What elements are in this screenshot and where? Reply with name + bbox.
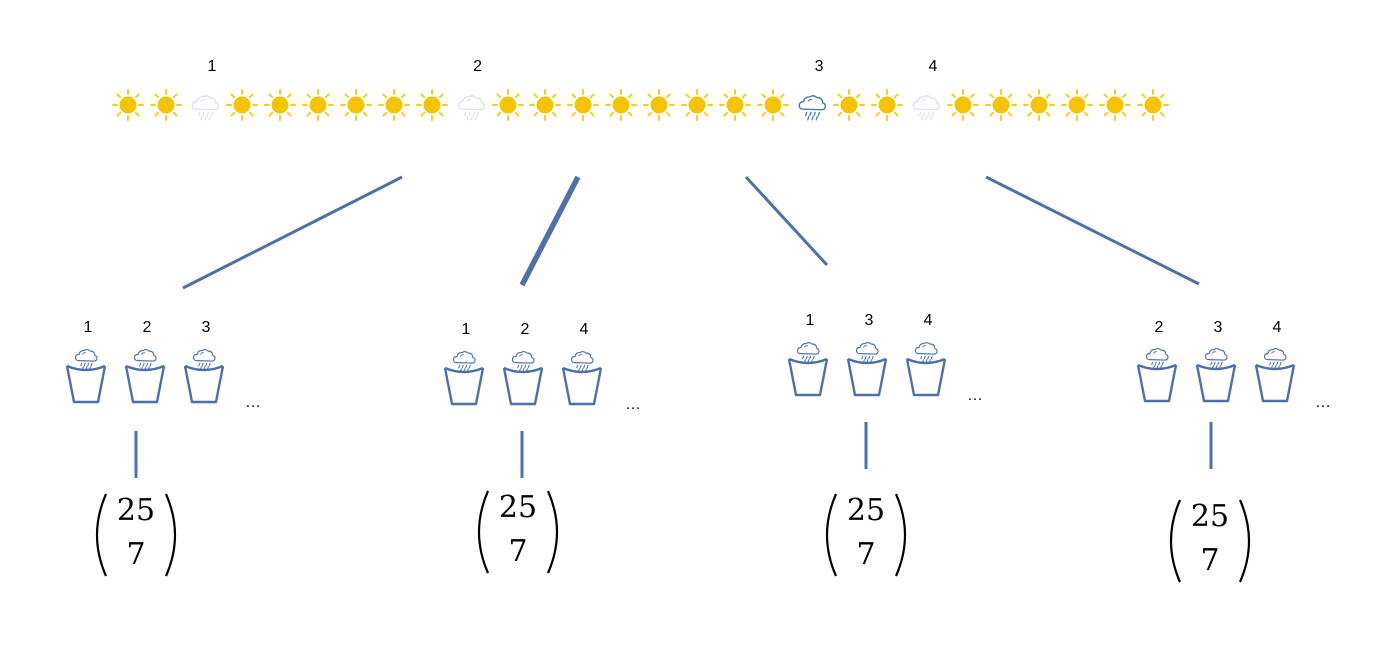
sun-icon bbox=[301, 89, 334, 126]
binomial-top: 25 bbox=[846, 493, 886, 528]
bucket-icon bbox=[845, 337, 889, 406]
connector-line bbox=[985, 175, 1200, 286]
sun-icon bbox=[605, 89, 638, 126]
binomial-parentheses bbox=[1169, 499, 1251, 583]
bucket-label: 4 bbox=[579, 321, 589, 338]
sun-icon bbox=[681, 89, 714, 126]
rainy-day-label: 2 bbox=[473, 58, 482, 75]
bucket-label: 3 bbox=[1213, 319, 1223, 336]
sun-icon bbox=[1098, 89, 1131, 126]
sun-icon bbox=[1060, 89, 1093, 126]
ellipsis: … bbox=[625, 396, 641, 413]
bucket-label: 3 bbox=[864, 312, 874, 329]
sun-icon bbox=[529, 89, 562, 126]
sun-icon bbox=[491, 89, 524, 126]
sun-icon bbox=[339, 89, 372, 126]
bucket-label: 3 bbox=[201, 319, 211, 336]
rain-cloud-icon bbox=[795, 89, 829, 128]
sun-icon bbox=[263, 89, 296, 126]
sun-icon bbox=[149, 89, 182, 126]
bucket-label: 1 bbox=[805, 312, 815, 329]
rainy-day-label: 1 bbox=[207, 58, 217, 75]
sun-icon bbox=[415, 89, 448, 126]
bucket-icon bbox=[1253, 343, 1297, 412]
bucket-label: 4 bbox=[1272, 319, 1282, 336]
bucket-icon bbox=[182, 344, 226, 413]
bucket-label: 4 bbox=[923, 312, 933, 329]
sun-icon bbox=[1136, 89, 1169, 126]
binomial-bottom: 7 bbox=[126, 537, 146, 572]
bucket-label: 2 bbox=[1154, 319, 1164, 336]
sun-icon bbox=[757, 89, 790, 126]
binomial-bottom: 7 bbox=[508, 534, 528, 569]
ellipsis: … bbox=[967, 387, 983, 404]
bucket-icon bbox=[560, 346, 604, 415]
sun-icon bbox=[112, 89, 144, 126]
rainy-day-label: 4 bbox=[928, 58, 938, 75]
ellipsis: … bbox=[1315, 394, 1331, 411]
bucket-icon bbox=[442, 346, 486, 415]
ellipsis: … bbox=[245, 394, 261, 411]
bucket-icon bbox=[904, 337, 948, 406]
bucket-icon bbox=[501, 346, 545, 415]
bucket-icon bbox=[1194, 343, 1238, 412]
sun-icon bbox=[567, 89, 600, 126]
sun-icon bbox=[643, 89, 676, 126]
sun-icon bbox=[377, 89, 410, 126]
binomial-bottom: 7 bbox=[856, 537, 876, 572]
sun-icon bbox=[833, 89, 866, 126]
sun-icon bbox=[946, 89, 979, 126]
sun-icon bbox=[984, 89, 1017, 126]
cloud-icon bbox=[454, 89, 488, 128]
binomial-parentheses bbox=[825, 493, 907, 577]
bucket-label: 2 bbox=[142, 319, 152, 336]
cloud-icon bbox=[909, 89, 943, 128]
binomial-top: 25 bbox=[116, 493, 156, 528]
rainy-day-label: 3 bbox=[814, 58, 824, 75]
bucket-label: 1 bbox=[83, 319, 93, 336]
bucket-icon bbox=[1135, 343, 1179, 412]
bucket-icon bbox=[786, 337, 830, 406]
connector-line bbox=[182, 175, 403, 290]
sun-icon bbox=[719, 89, 752, 126]
bucket-icon bbox=[64, 344, 108, 413]
binomial-bottom: 7 bbox=[1200, 543, 1220, 578]
sun-icon bbox=[225, 89, 258, 126]
connector-line bbox=[744, 175, 829, 267]
binomial-parentheses bbox=[95, 493, 177, 577]
bucket-label: 2 bbox=[520, 321, 530, 338]
binomial-top: 25 bbox=[1190, 499, 1230, 534]
bucket-label: 1 bbox=[461, 321, 471, 338]
sun-icon bbox=[1022, 89, 1055, 126]
binomial-top: 25 bbox=[498, 490, 538, 525]
connector-line bbox=[519, 175, 581, 287]
sun-icon bbox=[871, 89, 903, 126]
binomial-parentheses bbox=[477, 490, 559, 574]
bucket-icon bbox=[123, 344, 167, 413]
cloud-icon bbox=[188, 89, 222, 128]
